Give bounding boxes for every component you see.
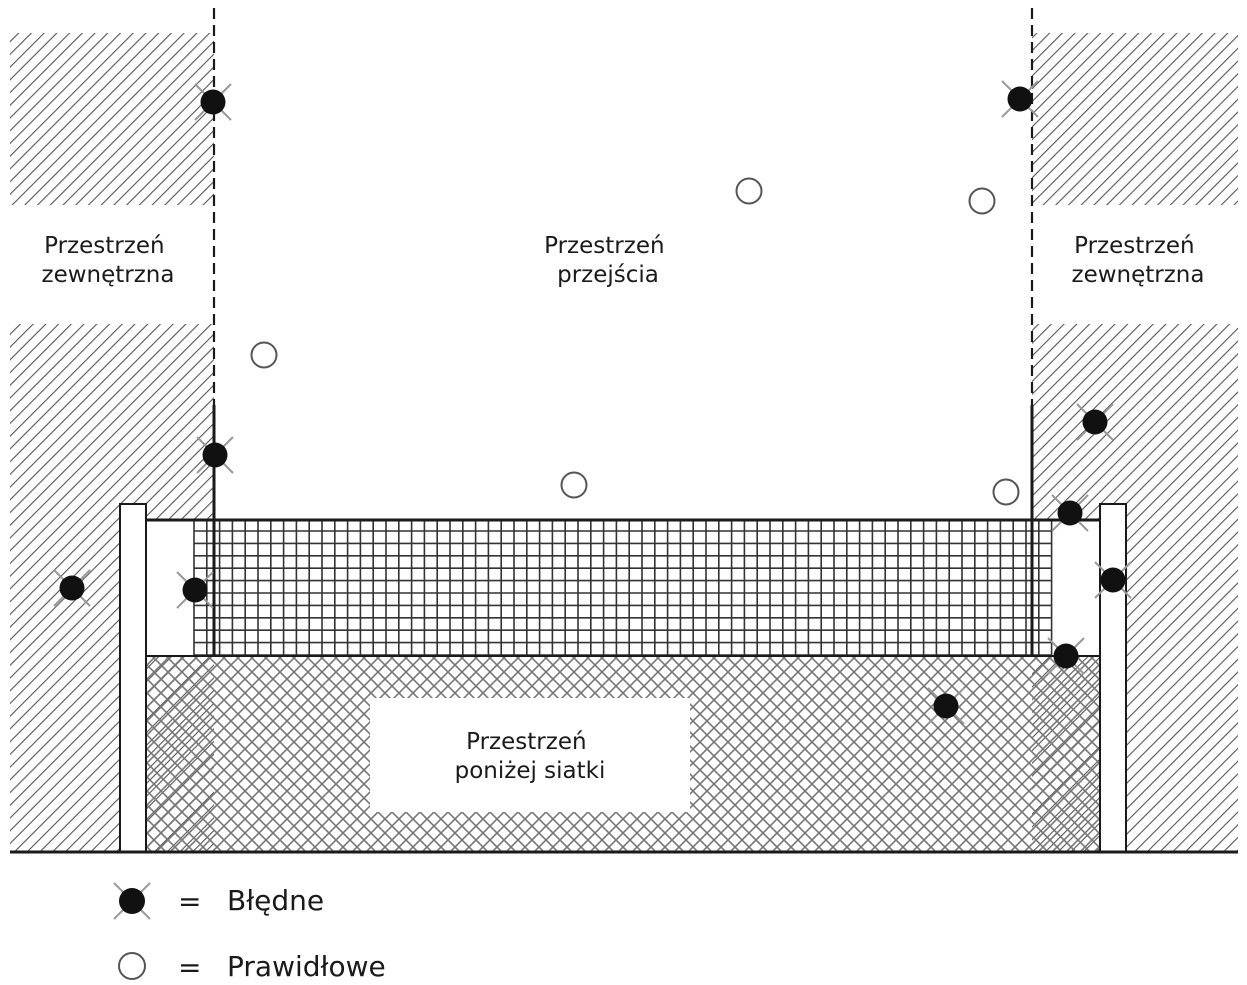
- legend: = Błędne = Prawidłowe: [113, 882, 386, 984]
- legend-correct-label: Prawidłowe: [227, 950, 386, 983]
- correct-ball-icon: [560, 471, 588, 499]
- fault-ball-icon: [927, 687, 965, 725]
- crossing-zone-label: Przestrzeń przejścia: [544, 233, 672, 288]
- correct-ball-icon: [735, 177, 763, 205]
- fault-ball-icon: [1001, 80, 1039, 118]
- below-net-label-box: [370, 698, 690, 812]
- outer-zone-left-label: Przestrzeń zewnętrzna: [42, 233, 175, 288]
- legend-correct-equals: =: [178, 951, 201, 984]
- outer-zone-left-top: [10, 33, 214, 205]
- fault-ball-icon: [194, 83, 232, 121]
- outer-zone-right-label: Przestrzeń zewnętrzna: [1072, 233, 1205, 288]
- fault-ball-icon: [53, 569, 91, 607]
- fault-ball-icon: [1051, 494, 1089, 532]
- net: [147, 518, 1099, 657]
- fault-ball-icon: [196, 436, 234, 474]
- correct-ball-icon: [968, 187, 996, 215]
- legend-fault-label: Błędne: [227, 884, 324, 917]
- fault-ball-icon: [1076, 403, 1114, 441]
- outer-zone-right-top: [1032, 33, 1238, 205]
- post-right: [1099, 503, 1127, 853]
- post-left: [119, 503, 147, 853]
- legend-fault-equals: =: [178, 885, 201, 918]
- correct-ball-icon: [992, 478, 1020, 506]
- legend-fault-icon: [113, 882, 151, 920]
- below-net-zone-label: Przestrzeń poniżej siatki: [455, 729, 606, 784]
- legend-correct-icon: [118, 952, 146, 980]
- fault-ball-icon: [176, 571, 214, 609]
- fault-ball-icon: [1094, 561, 1132, 599]
- correct-ball-icon: [250, 341, 278, 369]
- fault-ball-icon: [1047, 637, 1085, 675]
- ball-markers: [53, 80, 1132, 725]
